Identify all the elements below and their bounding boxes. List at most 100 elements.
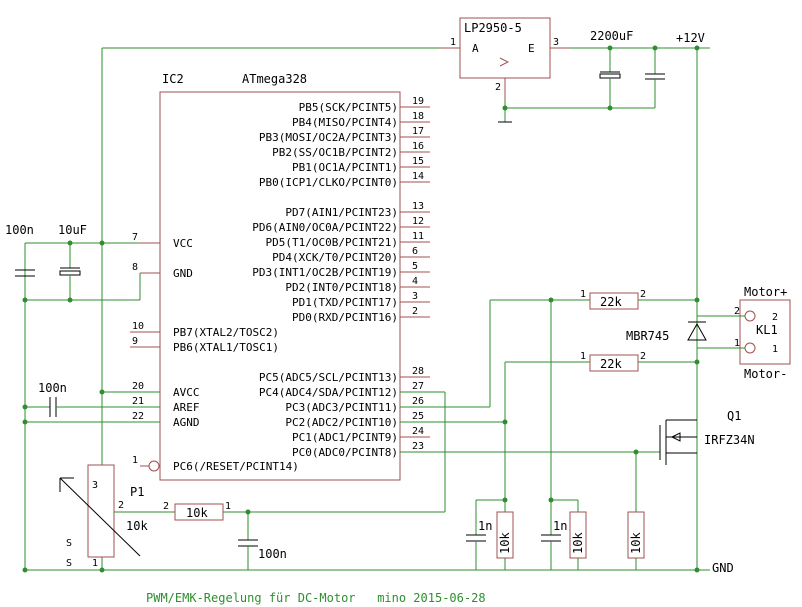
resistor-10k-a-label: 10k (498, 532, 512, 554)
ic2-pin-number: 3 (412, 291, 418, 302)
svg-text:1: 1 (734, 338, 740, 349)
svg-text:1: 1 (580, 289, 586, 300)
ic2-pin-label: PD6(AIN0/OC0A/PCINT22) (252, 221, 398, 234)
ic2-pin-number: 14 (412, 171, 424, 182)
svg-text:2: 2 (163, 501, 169, 512)
ic2-pin-label: AVCC (173, 386, 200, 399)
resistor-22k-b (589, 354, 639, 372)
svg-text:1: 1 (225, 501, 231, 512)
svg-text:2: 2 (772, 312, 778, 323)
ic2-pin-label: PD1(TXD/PCINT17) (292, 296, 398, 309)
ic2-pin-label: PC0(ADC0/PCINT8) (292, 446, 398, 459)
motor-plus-label: Motor+ (744, 285, 787, 299)
cap-2200uf-label: 2200uF (590, 29, 633, 43)
ic2-pin-label: PC4(ADC4/SDA/PCINT12) (259, 386, 398, 399)
svg-text:1: 1 (772, 344, 778, 355)
s-label-bottom: S (66, 558, 72, 569)
svg-text:2: 2 (640, 351, 646, 362)
ic2-pin-number: 24 (412, 426, 424, 437)
resistor-10k-b-label: 10k (571, 532, 585, 554)
regulator-pin2: 2 (495, 82, 501, 93)
ic2-pin-number: 7 (132, 232, 138, 243)
ic2-pin-number: 15 (412, 156, 424, 167)
pot-p1-ref: P1 (130, 485, 144, 499)
resistor-10k-c-label: 10k (629, 532, 643, 554)
ic2-pin-number: 11 (412, 231, 424, 242)
ic2-pin-number: 28 (412, 366, 424, 377)
ic2-pin-number: 12 (412, 216, 424, 227)
ic2-pin-label: PB7(XTAL2/TOSC2) (173, 326, 279, 339)
svg-text:1: 1 (580, 351, 586, 362)
ic2-pin-label: PD3(INT1/OC2B/PCINT19) (252, 266, 398, 279)
ic2-pin-number: 26 (412, 396, 424, 407)
ic2-pin-number: 13 (412, 201, 424, 212)
ic2-pin-number: 21 (132, 396, 144, 407)
q1-ref: Q1 (727, 409, 741, 423)
svg-text:3: 3 (92, 480, 98, 491)
regulator-pin-e: E (528, 42, 535, 55)
ic2-ref: IC2 (162, 72, 184, 86)
ic2-pin-label: PB3(MOSI/OC2A/PCINT3) (259, 131, 398, 144)
svg-text:2: 2 (734, 306, 740, 317)
svg-text:2: 2 (640, 289, 646, 300)
svg-text:2: 2 (118, 500, 124, 511)
ic2-pin-label: AREF (173, 401, 200, 414)
ic2-pin-label: GND (173, 267, 193, 280)
ic2-pin-label: PB1(OC1A/PCINT1) (292, 161, 398, 174)
ic2-pin-label: PB5(SCK/PCINT5) (299, 101, 398, 114)
regulator-part: LP2950-5 (464, 21, 522, 35)
regulator-pin3: 3 (553, 37, 559, 48)
gnd-label: GND (712, 561, 734, 575)
pot-p1-value: 10k (126, 519, 148, 533)
cap-1n-b-label: 1n (553, 519, 567, 533)
resistor-10k-p1-label: 10k (186, 506, 208, 520)
connector-kl1 (739, 299, 791, 365)
ic2-pin-number: 22 (132, 411, 144, 422)
cap-100n-label: 100n (5, 223, 34, 237)
regulator-pin1: 1 (450, 37, 456, 48)
s-label-top: S (66, 538, 72, 549)
ic2-body (159, 91, 401, 481)
cap-p1-label: 100n (258, 547, 287, 561)
motor-minus-label: Motor- (744, 367, 787, 381)
regulator-ground-symbol (499, 57, 510, 67)
q1-part: IRFZ34N (704, 433, 755, 447)
ic2-pin-label: VCC (173, 237, 193, 250)
ic2-pin-label: PC1(ADC1/PCINT9) (292, 431, 398, 444)
ic2-pin-number: 9 (132, 336, 138, 347)
ic2-pin-label: PD2(INT0/PCINT18) (285, 281, 398, 294)
ic2-pin-number: 25 (412, 411, 424, 422)
kl1-label: KL1 (756, 323, 778, 337)
ic2-pin-number: 16 (412, 141, 424, 152)
resistor-22k-a-label: 22k (600, 295, 622, 309)
ic2-pin-label: PB6(XTAL1/TOSC1) (173, 341, 279, 354)
ic2-pin-label: PC3(ADC3/PCINT11) (285, 401, 398, 414)
ic2-pin-number: 6 (412, 246, 418, 257)
diode-label: MBR745 (626, 329, 669, 343)
cap-aref-label: 100n (38, 381, 67, 395)
regulator-pin-a: A (472, 42, 479, 55)
cap-1n-a-label: 1n (478, 519, 492, 533)
ic2-pin-label: PC6(/RESET/PCINT14) (173, 460, 299, 473)
ic2-pin-label: PB4(MISO/PCINT4) (292, 116, 398, 129)
ic2-pin-label: PB2(SS/OC1B/PCINT2) (272, 146, 398, 159)
ic2-pin-number: 2 (412, 306, 418, 317)
ic2-pin-label: PD4(XCK/T0/PCINT20) (272, 251, 398, 264)
supply-label: +12V (676, 31, 705, 45)
pot-p1-body (87, 464, 115, 558)
cap-10uf-label: 10uF (58, 223, 87, 237)
ic2-pin-number: 10 (132, 321, 144, 332)
ic2-pin-label: PD7(AIN1/PCINT23) (285, 206, 398, 219)
ic2-pin-label: PB0(ICP1/CLKO/PCINT0) (259, 176, 398, 189)
diode-symbol (687, 322, 707, 341)
ic2-left-pins: VCC7GND8PB7(XTAL2/TOSC2)10PB6(XTAL1/TOSC… (130, 232, 299, 473)
svg-text:1: 1 (92, 558, 98, 569)
ic2-pin-number: 17 (412, 126, 424, 137)
ic2-pin-number: 27 (412, 381, 424, 392)
ic2-pin-label: AGND (173, 416, 200, 429)
resistor-22k-a (589, 292, 639, 310)
ic2-pin-number: 1 (132, 455, 138, 466)
ic2-pin-label: PC5(ADC5/SCL/PCINT13) (259, 371, 398, 384)
